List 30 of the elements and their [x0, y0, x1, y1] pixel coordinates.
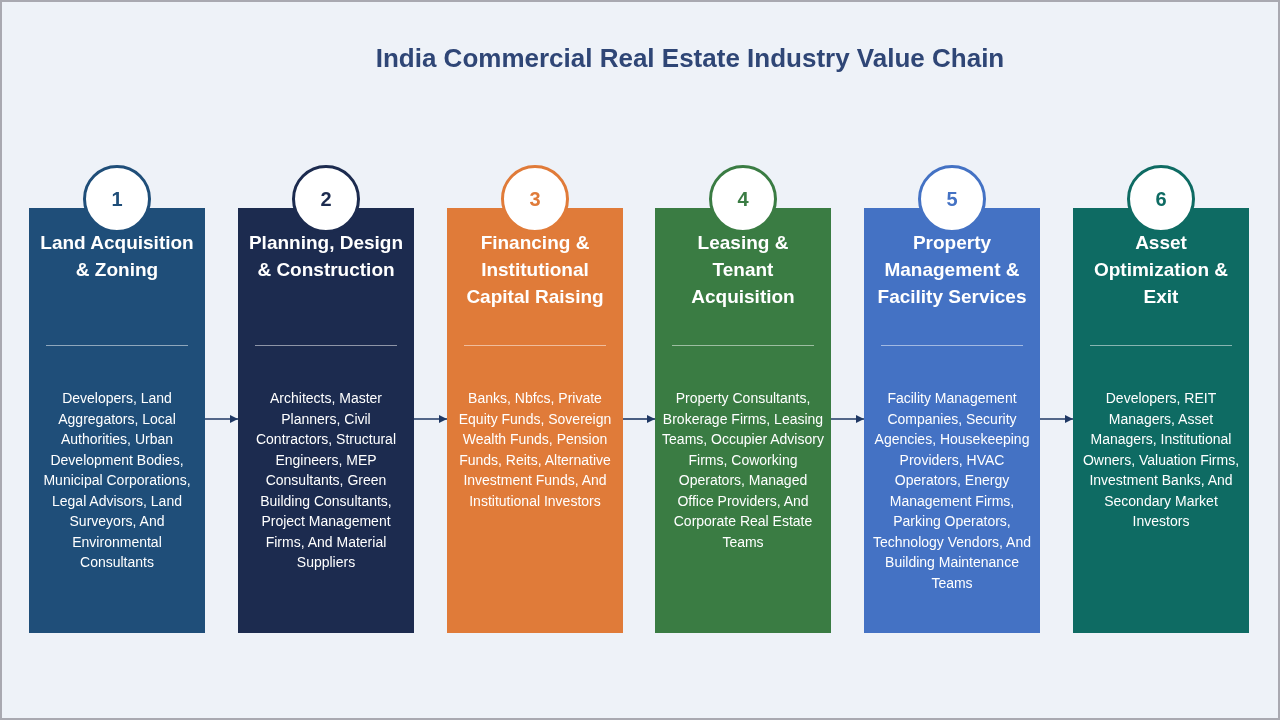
stage-column	[864, 208, 1040, 633]
step-number: 1	[111, 187, 123, 211]
arrow	[204, 415, 239, 423]
stage-heading: Leasing & Tenant Acquisition	[690, 231, 796, 309]
stage-heading: Asset Optimization & Exit	[1092, 231, 1230, 309]
arrow	[413, 415, 448, 423]
stage-heading: Planning, Design & Construction	[248, 231, 404, 282]
step-number: 5	[946, 187, 958, 211]
step-number: 6	[1155, 187, 1167, 211]
step-number: 2	[320, 187, 332, 211]
step-number: 3	[529, 187, 541, 211]
stage-description: Architects, Master Planners, Civil Contractors, Structural Engineers, MEP Consultants, Green Building Consultants, Project Management Firms, And Material Suppliers	[254, 389, 398, 572]
stage-column	[655, 208, 831, 633]
arrow	[1039, 415, 1074, 423]
stage-column	[1073, 208, 1249, 633]
stage-description: Developers, Land Aggregators, Local Authorities, Urban Development Bodies, Municipal Corporations, Legal Advisors, Land Surveyors, And Environmental Consultants	[42, 389, 192, 572]
stage-description: Developers, REIT Managers, Asset Managers, Institutional Owners, Valuation Firms, Investment Banks, And Secondary Market Investors	[1081, 389, 1241, 531]
stage-description: Banks, Nbfcs, Private Equity Funds, Sovereign Wealth Funds, Pension Funds, Reits, Alternative Investment Funds, And Institutional Investors	[457, 389, 613, 511]
stage-heading: Land Acquisition & Zoning	[39, 231, 195, 282]
stage-column	[447, 208, 623, 633]
stage-heading: Financing & Institutional Capital Raising	[465, 231, 605, 309]
stage-column	[238, 208, 414, 633]
arrow	[622, 415, 656, 423]
stage-heading: Property Management & Facility Services	[876, 231, 1028, 309]
stage-column	[29, 208, 205, 633]
stage-description: Facility Management Companies, Security Agencies, Housekeeping Providers, HVAC Operators, Energy Management Firms, Parking Operators, Technology Vendors, And Building Maintenance Teams	[872, 389, 1032, 593]
stage-description: Property Consultants, Brokerage Firms, Leasing Teams, Occupier Advisory Firms, Coworking Operators, Managed Office Providers, And Corporate Real Estate Teams	[661, 389, 825, 552]
step-number: 4	[737, 187, 749, 211]
arrow	[830, 415, 865, 423]
diagram-title: India Commercial Real Estate Industry Value Chain	[374, 43, 1006, 73]
